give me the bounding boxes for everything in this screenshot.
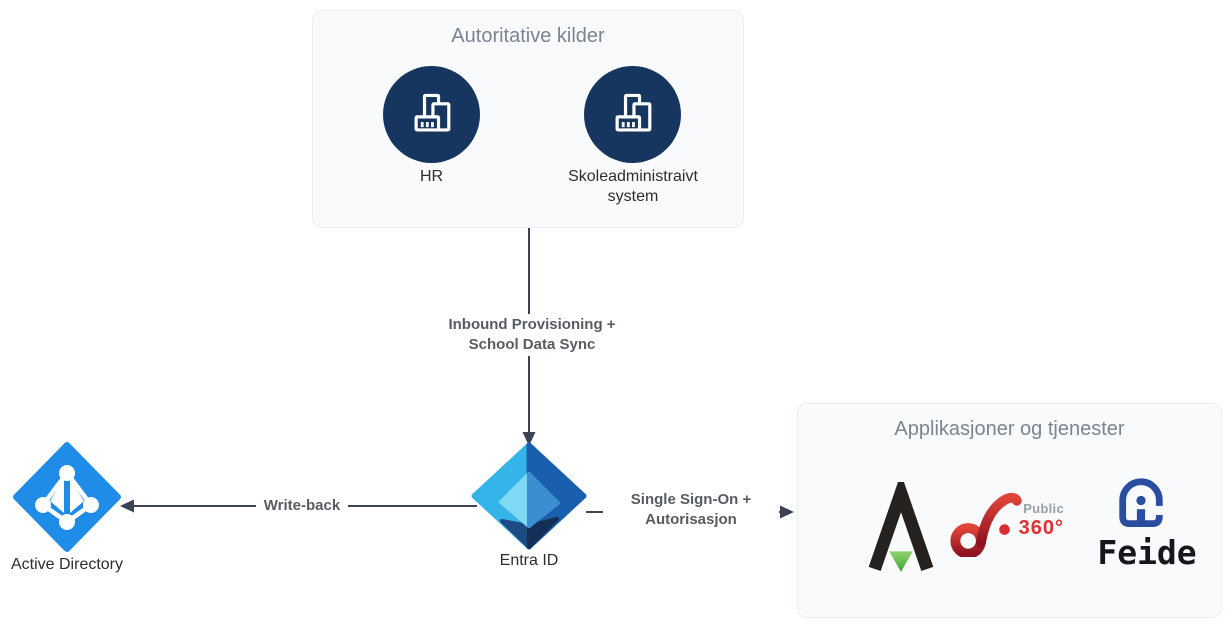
feide-wordmark: Feide <box>1097 533 1197 572</box>
sso-edge-label: Single Sign-On + Autorisasjon <box>603 489 779 531</box>
public360-caption-bottom: 360° <box>1018 517 1064 539</box>
active-directory-icon <box>13 442 121 552</box>
authoritative-sources-title: Autoritative kilder <box>451 25 605 47</box>
hr-source-label: HR <box>419 168 444 185</box>
hr-source-node <box>383 66 480 163</box>
applications-group: Applikasjoner og tjenester <box>797 403 1222 618</box>
active-directory-label: Active Directory <box>10 556 124 573</box>
arrowhead-down <box>522 432 536 446</box>
public360-caption-top: Public <box>1023 501 1064 516</box>
arrowhead-left <box>120 499 134 513</box>
green-triangle-shape <box>889 551 913 572</box>
school-admin-source-label: Skoleadministraivt system <box>568 168 698 205</box>
public360-f-icon <box>950 492 1022 557</box>
school-admin-source-node <box>584 66 681 163</box>
arrow-app-logo <box>868 482 934 572</box>
arrowhead-right <box>780 505 794 519</box>
entra-id-label: Entra ID <box>499 552 559 569</box>
writeback-edge-label: Write-back <box>256 495 348 517</box>
building-icon <box>414 93 450 132</box>
feide-lock-icon <box>1119 478 1163 528</box>
applications-group-title: Applikasjoner og tjenester <box>894 418 1125 440</box>
public360-logo: Public 360° <box>1014 501 1064 540</box>
entra-id-icon <box>471 442 587 550</box>
building-icon <box>615 93 651 132</box>
provisioning-edge-label: Inbound Provisioning + School Data Sync <box>409 314 655 356</box>
black-chevron-shape <box>868 482 934 571</box>
